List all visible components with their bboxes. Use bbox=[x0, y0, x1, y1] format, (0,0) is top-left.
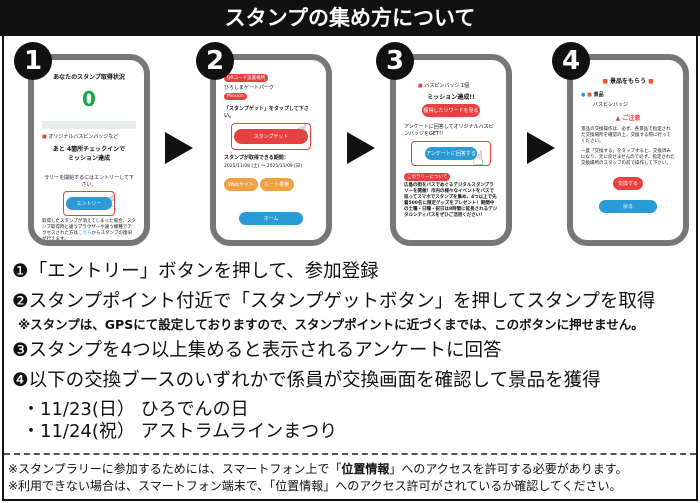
dashed-divider bbox=[4, 453, 696, 455]
step-3-text: ❸スタンプを4つ以上集めると表示されるアンケートに回答 bbox=[12, 340, 502, 361]
phone-screen-4: ■ 景品をもらう ■ ● ■ 景品 バスピンバッジ ▲ ご注意 景品の交換操作は… bbox=[567, 54, 689, 246]
page-title: スタンプの集め方について bbox=[0, 0, 700, 36]
mission-tag: Mission bbox=[224, 93, 247, 100]
view-reward-button[interactable]: 獲得したリワードを見る bbox=[422, 104, 480, 117]
about-tag: このラリーについて bbox=[404, 173, 451, 181]
achieved-text: ミッション達成!! bbox=[427, 94, 475, 101]
progress-bar bbox=[42, 121, 136, 129]
step-badge-4: 4 bbox=[552, 42, 590, 80]
prize-heading: ■ 景品をもらう ■ bbox=[602, 78, 654, 85]
footer-line-2: ※利用できない場合は、スマートフォン端末で、「位置情報」へのアクセス許可がされて… bbox=[8, 479, 622, 493]
restore-link[interactable]: こちら bbox=[78, 231, 92, 236]
arrow-right-icon bbox=[527, 132, 555, 164]
phone-screen-1: あなたのスタンプ取得状況 0 ■ オリジナルバスピンバッジなど あと 4箇所チェ… bbox=[28, 54, 150, 246]
exchange-date-2: ・11/24(祝） アストラムラインまつり bbox=[22, 421, 338, 442]
exchange-date-1: ・11/23(日） ひろでんの日 bbox=[22, 399, 249, 420]
step-2-text: ❷スタンプポイント付近で「スタンプゲットボタン」を押してスタンプを取得 bbox=[12, 291, 656, 312]
mission-text: ミッション達成 bbox=[67, 155, 110, 162]
caution-heading: ▲ ご注意 bbox=[615, 115, 641, 122]
remaining-text: あと 4箇所チェックインで bbox=[52, 146, 126, 153]
badge-icon: ■ bbox=[418, 83, 423, 89]
qr-location-tag: QRコード設置場所 bbox=[224, 74, 269, 82]
stamp-get-button[interactable]: スタンプゲット bbox=[234, 129, 308, 144]
restore-text: 取得したスタンプが消えてしまった場合、スタンプ取得時と違うブラウザーや違う機種で… bbox=[42, 219, 136, 242]
prize-name: バスピンバッジ bbox=[593, 102, 629, 108]
survey-button[interactable]: アンケートに回答する bbox=[425, 147, 477, 160]
phone-screen-2: QRコード設置場所 ひろしまゲートパーク Mission 「スタンプゲット」をタ… bbox=[210, 54, 332, 246]
website-button[interactable]: Webサイト bbox=[224, 178, 258, 191]
warning-icon: ▲ bbox=[615, 115, 621, 122]
reward-text: オリジナルバスピンバッジなど bbox=[48, 134, 119, 140]
pointing-hand-icon: ☝ bbox=[104, 188, 117, 212]
step-badge-3: 3 bbox=[376, 42, 414, 80]
entry-hint: ラリーを開始するにはエントリーして下さい。 bbox=[44, 175, 134, 188]
step-badge-1: 1 bbox=[14, 42, 52, 80]
arrow-right-icon bbox=[347, 132, 375, 164]
status-heading: あなたのスタンプ取得状況 bbox=[53, 74, 125, 81]
step-1-text: ❶「エントリー」ボタンを押して、参加登録 bbox=[12, 261, 379, 282]
caution-text-2: 一度「交換する」をタップすると、交換済みになり、元に戻せませんので必ず、指定され… bbox=[581, 149, 675, 166]
pointing-hand-icon: ☝ bbox=[296, 118, 309, 142]
period-label: スタンプが取得できる期間： bbox=[224, 155, 289, 161]
place-name: ひろしまゲートパーク bbox=[224, 85, 275, 91]
period-value: 2025/11/08 (土) 〜 2025/11/09 (日) bbox=[224, 164, 303, 169]
gift-icon: ■ bbox=[42, 134, 47, 140]
route-search-button[interactable]: ルート検索 bbox=[259, 178, 294, 191]
reward-label: ■ オリジナルバスピンバッジなど bbox=[42, 133, 136, 140]
step-4-text: ❹以下の交換ブースのいずれかで係員が交換画面を確認して景品を獲得 bbox=[12, 370, 601, 391]
home-button[interactable]: ホーム bbox=[239, 212, 303, 225]
footer-notes: ※スタンプラリーに参加するためには、スマートフォン上で「位置情報」へのアクセスを… bbox=[8, 461, 628, 495]
back-button[interactable]: 戻る bbox=[599, 200, 657, 213]
reward-item: ■ バスピンバッジ 1個 bbox=[418, 83, 470, 89]
stamp-count: 0 bbox=[82, 87, 96, 111]
step-2-note: ※スタンプは、GPSにて設定しておりますので、スタンプポイントに近づくまでは、こ… bbox=[18, 317, 644, 332]
survey-text: アンケートに回答してオリジナルバスピンバッジをGET!! bbox=[404, 124, 494, 137]
caution-text-1: 景品の交換操作は、必ず、各景品で指定された交換場所を確認の上、交換する際に行って… bbox=[581, 127, 671, 144]
instruction-text: 「スタンプゲット」をタップして下さい。 bbox=[224, 106, 309, 119]
step-badge-2: 2 bbox=[196, 42, 234, 80]
phone-screen-3: ■ バスピンバッジ 1個 ミッション達成!! 獲得したリワードを見る アンケート… bbox=[390, 54, 512, 246]
footer-line-1: ※スタンプラリーに参加するためには、スマートフォン上で「位置情報」へのアクセスを… bbox=[8, 462, 628, 476]
pointing-hand-icon: ☝ bbox=[472, 146, 485, 170]
instruction-list: ❶「エントリー」ボタンを押して、参加登録 ❷スタンプポイント付近で「スタンプゲッ… bbox=[12, 260, 692, 443]
prize-label: ● ■ 景品 bbox=[581, 92, 604, 98]
exchange-button[interactable]: 交換する bbox=[613, 177, 643, 190]
about-text: 広島の街をバスでめぐるデジタルスタンプラリーを開催！市内の様々なイベントをバスで… bbox=[404, 183, 498, 218]
entry-button[interactable]: エントリー bbox=[66, 197, 112, 210]
arrow-right-icon bbox=[165, 132, 193, 164]
